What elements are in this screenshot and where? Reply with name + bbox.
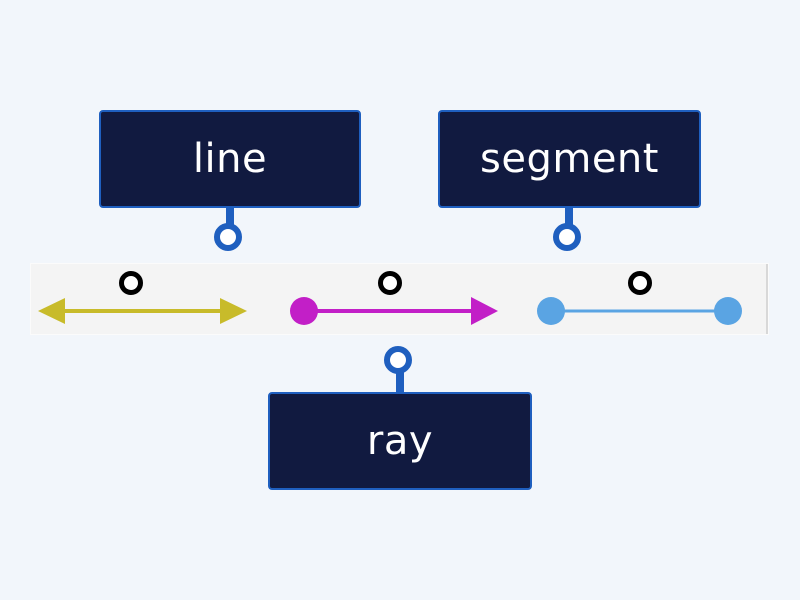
label-line-text: line: [192, 136, 268, 182]
ray-arrowhead: [471, 297, 498, 325]
label-segment-pin: [565, 207, 573, 227]
segment-figure: [537, 297, 742, 325]
ray-figure: [290, 297, 498, 325]
label-ray[interactable]: ray: [268, 392, 532, 490]
figures-svg: [38, 297, 742, 325]
ray-endpoint: [290, 297, 318, 325]
label-line-anchor-icon[interactable]: [214, 223, 242, 251]
drop-target-segment[interactable]: [628, 271, 652, 295]
line-left-arrowhead: [38, 298, 65, 324]
label-segment-anchor-icon[interactable]: [553, 223, 581, 251]
drop-target-line[interactable]: [119, 271, 143, 295]
segment-left-endpoint: [537, 297, 565, 325]
label-ray-pin: [396, 372, 404, 394]
label-line[interactable]: line: [99, 110, 361, 208]
label-ray-text: ray: [366, 418, 434, 464]
figures-strip: [31, 264, 768, 334]
line-right-arrowhead: [220, 298, 247, 324]
segment-right-endpoint: [714, 297, 742, 325]
label-ray-anchor-icon[interactable]: [384, 346, 412, 374]
label-line-pin: [226, 207, 234, 227]
label-segment-text: segment: [480, 136, 659, 182]
drop-target-ray[interactable]: [378, 271, 402, 295]
line-figure: [38, 298, 247, 324]
label-segment[interactable]: segment: [438, 110, 701, 208]
